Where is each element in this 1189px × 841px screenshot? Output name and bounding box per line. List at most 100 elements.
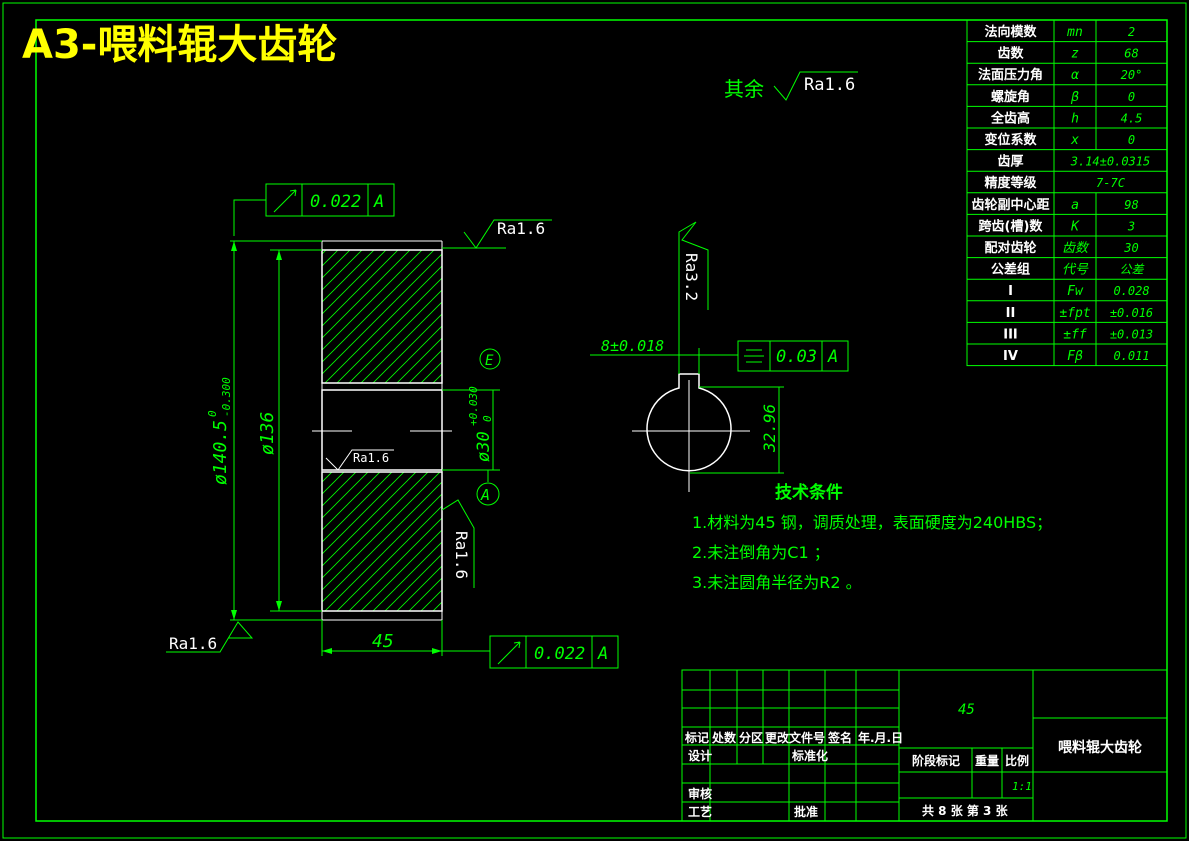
param-name: 跨齿(槽)数: [979, 218, 1044, 234]
drawing-title: A3-喂料辊大齿轮: [22, 22, 337, 68]
roughness-bore-icon: [325, 449, 394, 471]
param-value: 2: [1128, 25, 1135, 39]
roughness-left-value: Ra1.6: [169, 634, 217, 653]
tb-sign: 签名: [827, 730, 852, 745]
lower-hatched-section: [321, 471, 443, 612]
tb-sheets: 共 8 张 第 3 张: [922, 803, 1009, 818]
roughness-right-icon: [441, 499, 475, 588]
roughness-top-icon: [463, 219, 552, 249]
param-value: 0: [1128, 90, 1135, 104]
param-symbol: Fβ: [1067, 349, 1083, 364]
param-symbol: a: [1071, 198, 1079, 213]
param-value: 3.14±0.0315: [1070, 155, 1150, 169]
envelope-symbol: E: [485, 353, 494, 369]
hub-keyway-view: [632, 373, 750, 492]
dim-bore-tol-lower: 0: [481, 415, 494, 422]
runout-bottom-frame: [489, 635, 619, 669]
param-value: ±0.013: [1110, 327, 1153, 341]
bore-keyway-outline: [646, 373, 732, 472]
tb-weight: 重量: [975, 753, 999, 768]
param-value: 98: [1124, 198, 1138, 212]
runout-bottom-datum: A: [597, 644, 608, 664]
dim-bore-diameter: ø30: [474, 431, 494, 462]
dim-key-width: 8±0.018: [601, 337, 664, 355]
roughness-key-value: Ra3.2: [682, 253, 701, 301]
tb-zone: 分区: [739, 730, 763, 745]
dim-width: 45: [372, 631, 394, 652]
param-value: 20°: [1121, 68, 1143, 82]
runout-top-leader: [233, 199, 266, 236]
upper-hatched-section: [321, 249, 443, 384]
param-symbol: h: [1071, 111, 1079, 126]
param-name: 精度等级: [984, 175, 1037, 191]
roughness-top-value: Ra1.6: [497, 219, 545, 238]
tb-scale-value: 1:1: [1012, 780, 1032, 793]
param-value: 0.011: [1113, 349, 1149, 363]
tb-material: 45: [958, 702, 975, 718]
param-value: 公差: [1119, 263, 1144, 277]
param-name: 齿数: [997, 46, 1024, 62]
tb-mark: 标记: [684, 730, 709, 745]
tb-check: 审核: [688, 786, 712, 801]
param-name: 螺旋角: [991, 89, 1030, 105]
tb-process: 工艺: [688, 804, 712, 819]
dim-outer-tol-upper: 0: [206, 410, 219, 417]
param-value: 4.5: [1121, 111, 1143, 125]
runout-bottom-value: 0.022: [534, 644, 585, 664]
param-value: ±0.016: [1110, 306, 1153, 320]
param-name: 变位系数: [984, 132, 1037, 148]
param-name: 法面压力角: [978, 67, 1043, 83]
roughness-right-value: Ra1.6: [452, 531, 471, 579]
tb-count: 处数: [711, 730, 737, 745]
tb-change: 更改文件号: [765, 730, 825, 745]
tb-standard: 标准化: [791, 748, 828, 763]
symmetry-icon: [744, 349, 764, 363]
roughness-symbol-icon: [773, 71, 858, 101]
tb-approve: 批准: [794, 804, 818, 819]
roughness-general-value: Ra1.6: [804, 75, 855, 95]
symmetry-frame: [737, 340, 849, 372]
param-name: IV: [1003, 349, 1018, 364]
datum-a-label: A: [480, 486, 490, 504]
param-symbol: 代号: [1062, 263, 1089, 278]
dim-bore-tol-upper: +0.030: [467, 386, 480, 426]
roughness-bore-value: Ra1.6: [353, 451, 389, 465]
param-symbol: ±fpt: [1059, 306, 1090, 321]
param-name: 全齿高: [990, 110, 1030, 126]
inner-frame: [35, 19, 1168, 822]
param-value: 7-7C: [1096, 176, 1126, 190]
param-name: I: [1008, 284, 1013, 299]
param-name: 齿厚: [997, 154, 1023, 170]
roughness-left-icon: [166, 621, 254, 653]
roughness-key-icon: [678, 221, 709, 374]
param-symbol: ±ff: [1063, 327, 1087, 342]
param-name: 法向模数: [984, 24, 1037, 40]
param-symbol: mn: [1066, 25, 1083, 40]
symmetry-value: 0.03: [776, 347, 817, 367]
dim-root-diameter: ø136: [257, 412, 278, 455]
param-name: 齿轮副中心距: [971, 197, 1049, 213]
tech-item-3: 3.未注圆角半径为R2 。: [692, 573, 862, 592]
dim-key-depth: 32.96: [760, 404, 779, 453]
runout-top-datum: A: [373, 192, 384, 212]
dim-outer-diameter: ø140.5: [210, 420, 231, 485]
param-value: 0: [1128, 133, 1135, 147]
tb-part-name: 喂料辊大齿轮: [1058, 739, 1142, 756]
param-symbol: x: [1070, 133, 1079, 148]
tech-heading: 技术条件: [775, 482, 843, 503]
param-value: 3: [1127, 219, 1135, 233]
param-value: 0.028: [1113, 284, 1149, 298]
tech-item-2: 2.未注倒角为C1 ；: [692, 543, 830, 562]
roughness-general-prefix: 其余: [724, 77, 764, 101]
gear-section-view: [312, 240, 452, 621]
param-name: 公差组: [991, 262, 1030, 278]
dim-outer-tol-lower: -0.300: [220, 377, 233, 417]
param-symbol: β: [1070, 90, 1079, 105]
param-name: III: [1003, 327, 1018, 342]
title-block: [681, 669, 1168, 822]
tb-stage: 阶段标记: [912, 753, 960, 768]
datum-a-icon: [476, 482, 500, 506]
